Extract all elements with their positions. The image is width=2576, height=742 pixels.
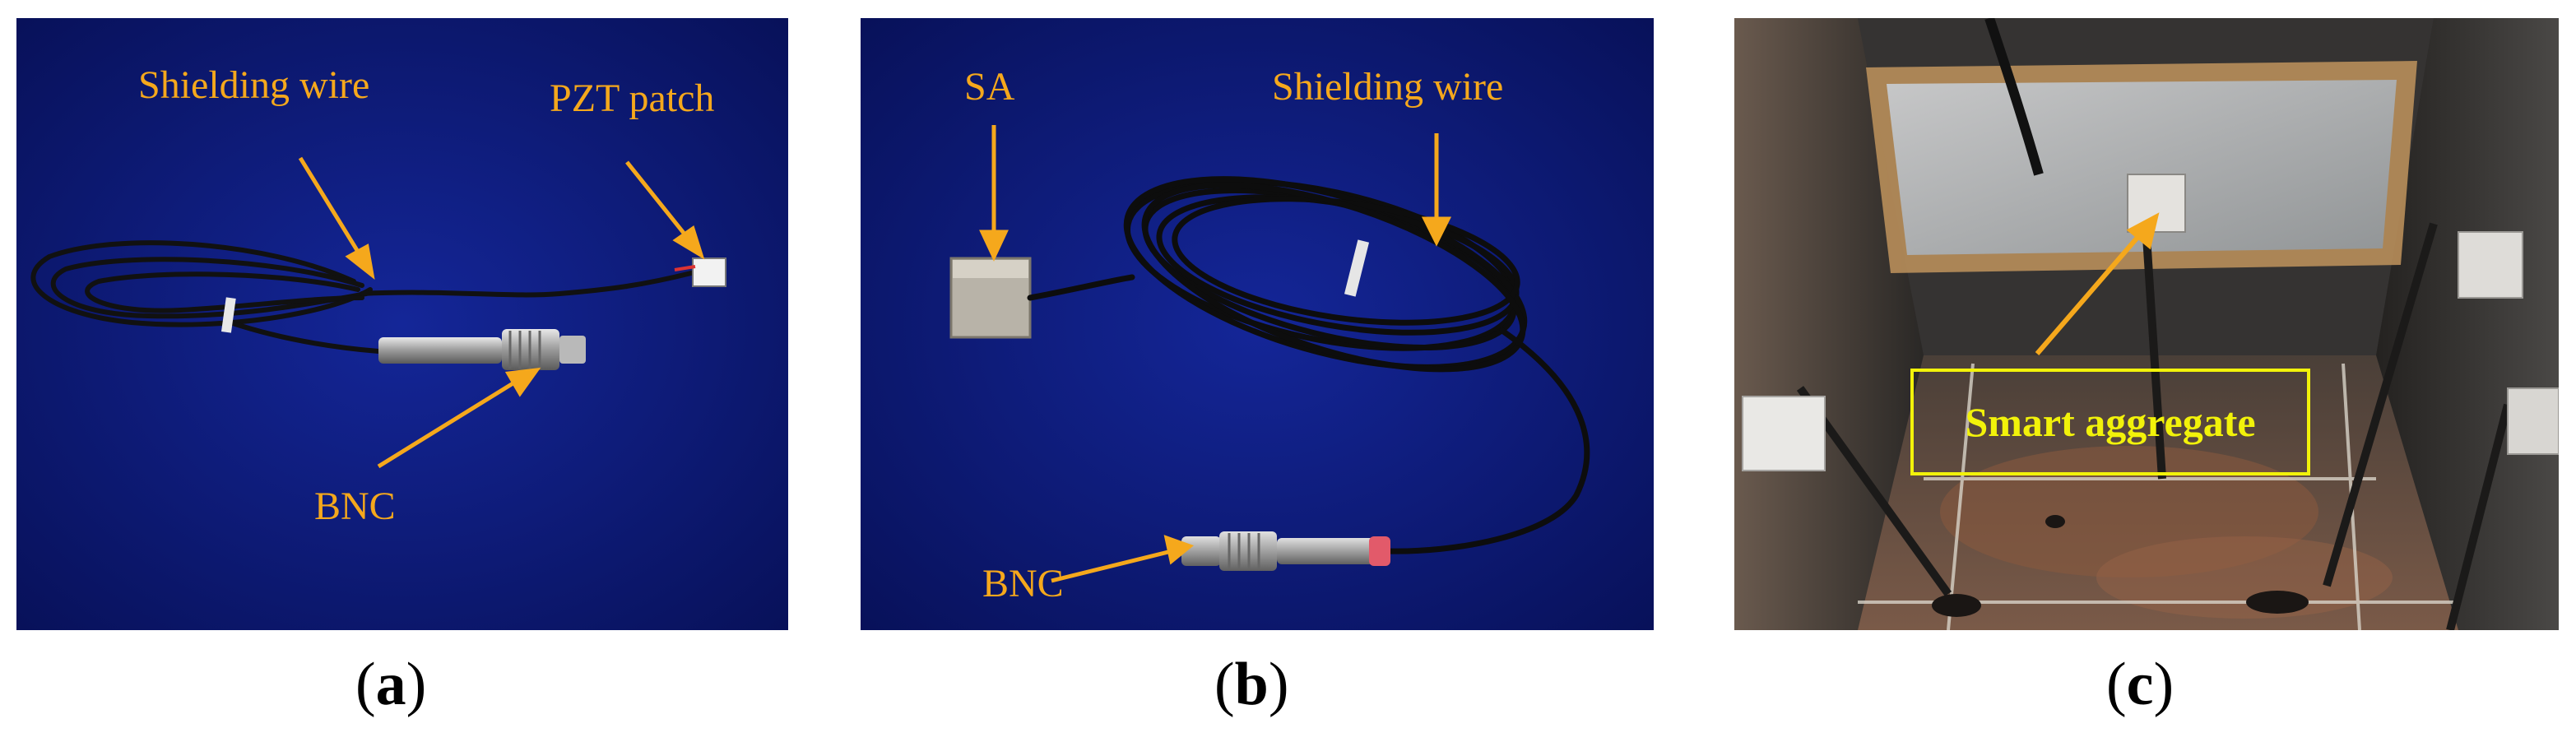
label-bnc-a: BNC xyxy=(314,485,396,528)
caption-a-letter: a xyxy=(375,651,406,718)
photo-panel-b: SA Shielding wire BNC xyxy=(861,18,1654,630)
photo-panel-c: Smart aggregate xyxy=(1734,18,2559,630)
label-shielding-wire-b: Shielding wire xyxy=(1272,65,1504,109)
label-sa: SA xyxy=(964,65,1015,109)
smart-aggregate-label: Smart aggregate xyxy=(1910,369,2310,475)
sensor-photo-b xyxy=(861,18,1654,630)
label-pzt-patch: PZT patch xyxy=(550,77,715,120)
caption-b-letter: b xyxy=(1234,651,1269,718)
label-shielding-wire-a: Shielding wire xyxy=(138,63,370,107)
caption-c-letter: c xyxy=(2126,651,2154,718)
caption-b: (b) xyxy=(1214,651,1289,718)
smart-aggregate-photo xyxy=(1734,18,2559,630)
sensor-photo-a xyxy=(16,18,788,630)
caption-a: (a) xyxy=(355,651,427,718)
caption-c: (c) xyxy=(2106,651,2175,718)
label-bnc-b: BNC xyxy=(982,562,1064,605)
photo-panel-a: Shielding wire PZT patch BNC xyxy=(16,18,788,630)
